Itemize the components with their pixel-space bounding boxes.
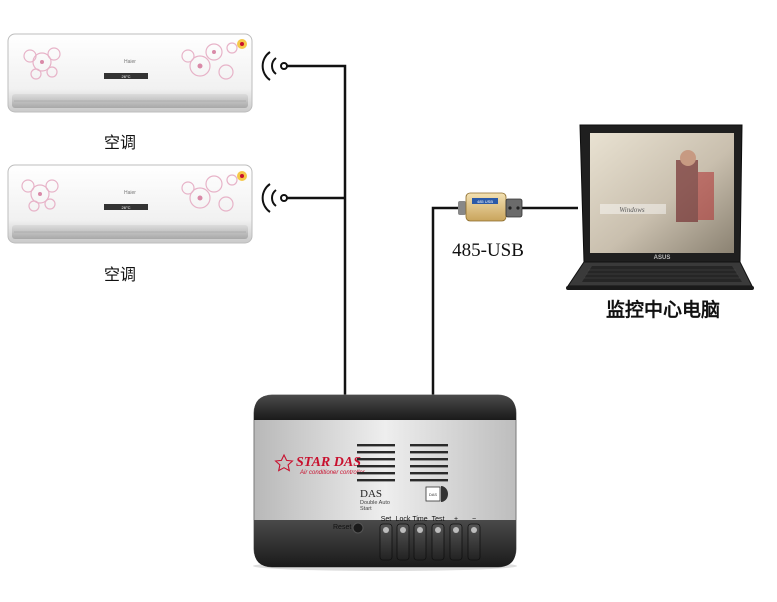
ac-display [104, 73, 148, 79]
button-label-minus: − [472, 516, 476, 523]
speaker-grille-right [410, 444, 448, 482]
time-button[interactable] [413, 523, 427, 561]
reset-button[interactable] [352, 522, 364, 534]
button-row: Set Lock Time Test + − [379, 516, 481, 561]
controller-device: STAR DAS Air conditioner controller DAS … [253, 394, 517, 571]
converter-label: 485-USB [452, 240, 524, 261]
laptop-keyboard [584, 269, 740, 279]
button-label-plus: + [454, 516, 458, 523]
flower-decoration [23, 42, 238, 80]
cartoon-mascot [237, 171, 247, 181]
controller-brand: STAR DAS [296, 455, 361, 470]
speaker-grille-left [357, 444, 395, 482]
ac-display [104, 204, 148, 210]
button-label-lock: Lock [396, 516, 411, 523]
wire-ac1-to-bus [284, 64, 347, 396]
ac-brand: Haier [124, 59, 136, 65]
computer-label: 监控中心电脑 [606, 298, 720, 321]
set-button[interactable] [379, 523, 393, 561]
reset-label: Reset [333, 524, 351, 531]
test-button[interactable] [431, 523, 445, 561]
ac-display-text: 26°C [122, 205, 131, 210]
wiring [284, 64, 578, 396]
converter-chip-text: 485 USB [477, 199, 493, 204]
das-logo-text: DAS [429, 492, 438, 497]
ac-unit-2: Haier 26°C [7, 164, 253, 244]
ac-label: 空调 [104, 133, 136, 152]
wire-controller-to-converter [431, 206, 462, 396]
laptop-brand: ASUS [654, 255, 671, 261]
minus-button[interactable] [467, 523, 481, 561]
ac-display-text: 26°C [122, 74, 131, 79]
flower-decoration [21, 174, 238, 212]
ac-brand: Haier [124, 190, 136, 196]
lock-button[interactable] [396, 523, 410, 561]
star-logo-icon [274, 453, 294, 472]
controller-tagline: Air conditioner controller [299, 470, 366, 476]
laptop-computer: Windows ASUS [566, 124, 754, 290]
controller-model-sub-2: Start [360, 506, 372, 512]
button-label-time: Time [412, 516, 427, 523]
ac-label: 空调 [104, 265, 136, 284]
plus-button[interactable] [449, 523, 463, 561]
das-logo-icon: DAS [425, 486, 448, 502]
usb-converter: 485 USB [458, 192, 523, 222]
controller-model-sub-1: Double Auto [360, 500, 390, 506]
button-label-set: Set [381, 516, 392, 523]
controller-model: DAS [360, 488, 382, 500]
wifi-signal-icon [261, 183, 288, 213]
ac-unit-1: Haier 26°C [7, 33, 253, 113]
button-label-test: Test [432, 516, 445, 523]
wifi-signal-icon [261, 51, 288, 81]
cartoon-mascot [237, 39, 247, 49]
screen-wallpaper [600, 150, 714, 222]
screen-brand-text: Windows [619, 206, 645, 214]
